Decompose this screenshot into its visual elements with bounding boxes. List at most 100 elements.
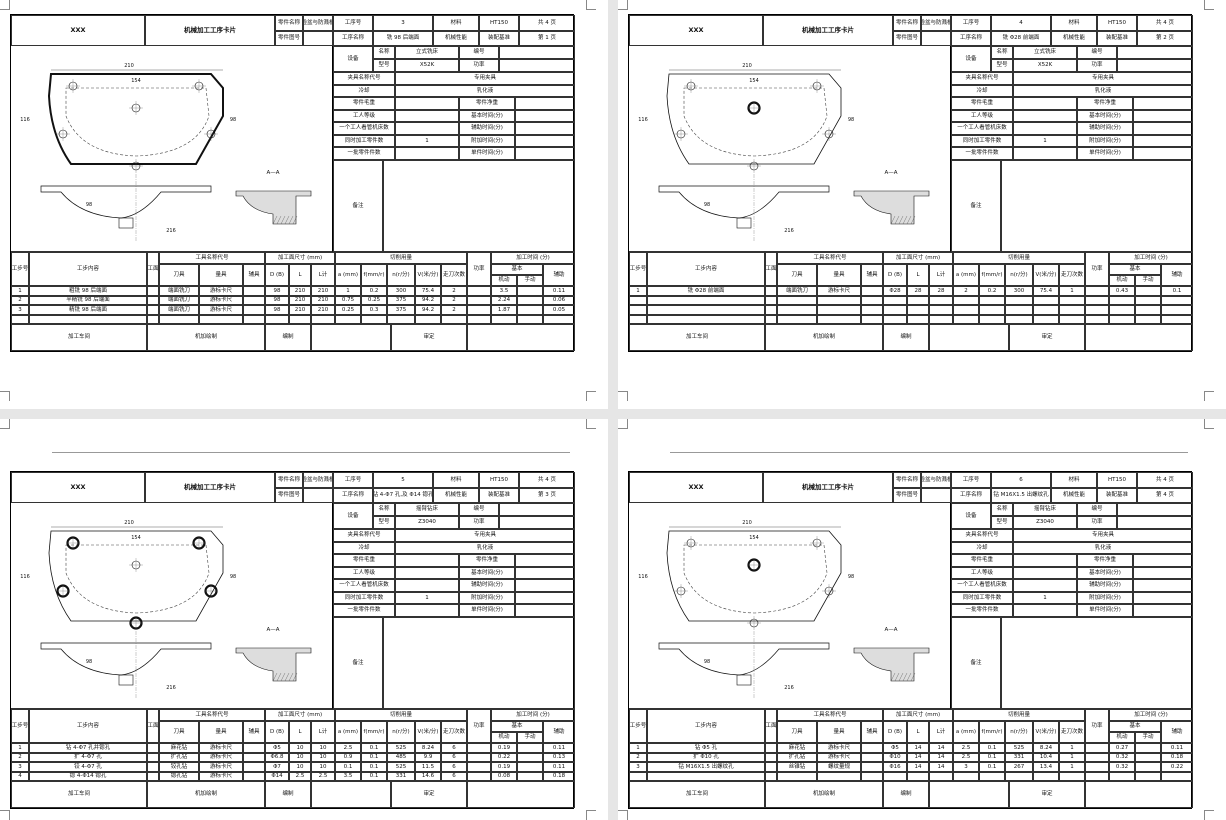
step-row-cell: [243, 295, 265, 305]
step-row-cell: 1: [11, 743, 29, 753]
step-row-cell: 14: [907, 752, 929, 762]
info-value: 专用夹具: [395, 72, 575, 85]
step-row-cell: 0.1: [361, 771, 387, 781]
part-name-value: 脸盆与防溅板: [303, 15, 333, 31]
step-row-cell: 10.4: [1033, 752, 1059, 762]
material-label: 材料: [433, 15, 479, 31]
col-gauge: 量具: [199, 721, 243, 743]
empty-row-cell: [265, 314, 289, 324]
empty-row-cell: [777, 771, 817, 781]
basin-outline: [47, 73, 224, 165]
section-view: [853, 647, 930, 682]
step-row-cell: 75.4: [1033, 286, 1059, 296]
empty-row-cell: [1085, 314, 1109, 324]
step-row-cell: 28: [907, 286, 929, 296]
hatch-line: [272, 672, 278, 682]
dimension-text: 98: [848, 574, 854, 580]
col-n: n(r/分): [1005, 721, 1033, 743]
empty-row-cell: [929, 314, 953, 324]
step-row-cell: 游标卡尺: [199, 295, 243, 305]
col-machine: 机动: [1109, 732, 1135, 743]
step-row-cell: [243, 305, 265, 315]
dimension-text: 154: [749, 78, 759, 84]
info-value: [515, 566, 575, 579]
dimension-text: 210: [124, 520, 134, 526]
empty-row-cell: [1109, 314, 1135, 324]
col-size-group: 加工面尺寸 (mm): [883, 252, 953, 264]
step-row-cell: [147, 752, 159, 762]
equip-no-label: 编号: [459, 46, 499, 59]
col-tool-group: 工具名称代号: [777, 709, 883, 721]
dimension-text: 98: [86, 659, 92, 665]
empty-row-cell: [953, 771, 979, 781]
step-row-cell: [765, 752, 777, 762]
step-row-cell: 10: [289, 762, 311, 772]
step-row-cell: 14: [907, 743, 929, 753]
empty-row-cell: [817, 295, 861, 305]
part-no-value: [303, 488, 333, 503]
step-row-cell: 485: [387, 752, 415, 762]
empty-row-cell: [629, 771, 647, 781]
col-f: f(mm/r): [979, 721, 1005, 743]
step-row-cell: 精铣 98 后端面: [29, 305, 147, 315]
step-row-cell: [1085, 762, 1109, 772]
step-row-cell: 1: [1059, 752, 1085, 762]
info-value: [1013, 109, 1077, 122]
col-cutter: 刀具: [159, 264, 199, 286]
empty-row-cell: [861, 295, 883, 305]
step-row-cell: [467, 295, 491, 305]
step-row-cell: 94.2: [415, 295, 441, 305]
step-row-cell: 75.4: [415, 286, 441, 296]
empty-row-cell: [953, 305, 979, 315]
info-value: [1133, 134, 1193, 147]
col-basic: 基本: [491, 721, 543, 732]
equip-power-value: [1117, 59, 1193, 72]
step-row-cell: 14: [929, 762, 953, 772]
part-name-label: 零件名称: [275, 15, 303, 31]
part-name-value: 脸盆与防溅板: [303, 472, 333, 488]
step-row-cell: 375: [387, 305, 415, 315]
part-no-label: 零件图号: [275, 31, 303, 46]
col-gauge: 量具: [817, 264, 861, 286]
step-row-cell: 0.1: [361, 743, 387, 753]
step-row-cell: 2.5: [311, 771, 335, 781]
equip-model-value: X52K: [1013, 59, 1077, 72]
step-row-cell: 0.27: [1109, 743, 1135, 753]
col-power: 功率: [467, 709, 491, 743]
step-row-cell: 0.25: [361, 295, 387, 305]
section-view: [853, 190, 930, 225]
section-view: [235, 647, 312, 682]
company-name: XXX: [11, 15, 145, 46]
empty-row-cell: [1109, 295, 1135, 305]
op-name-label: 工序名称: [333, 31, 373, 46]
dimension-text: 216: [784, 228, 794, 234]
basin-inner-outline: [65, 544, 210, 614]
empty-row-cell: [1161, 771, 1193, 781]
op-name-value: 钻 M16X1.5 出螺纹孔: [991, 488, 1051, 503]
info-value: [395, 147, 459, 160]
step-row-cell: [765, 286, 777, 296]
material-label: 材料: [433, 472, 479, 488]
basin-outline: [48, 530, 224, 622]
total-pages: 共 4 页: [519, 472, 575, 488]
col-basic: 基本: [1109, 721, 1161, 732]
step-row-cell: 1: [1059, 743, 1085, 753]
step-row-cell: 0.1: [979, 762, 1005, 772]
info-value: [1013, 147, 1077, 160]
step-row-cell: Φ28: [883, 286, 907, 296]
step-row-cell: 525: [1005, 743, 1033, 753]
footer-workshop: 加工车间: [629, 324, 765, 351]
empty-row-cell: [777, 305, 817, 315]
col-cutter: 刀具: [777, 721, 817, 743]
step-row-cell: 6: [441, 743, 467, 753]
step-row-cell: 扩孔钻: [159, 752, 199, 762]
step-row-cell: 8.24: [415, 743, 441, 753]
footer-workshop: 加工车间: [629, 781, 765, 808]
step-row-cell: [467, 762, 491, 772]
col-time-group: 加工时间 (分): [491, 252, 575, 264]
company-name: XXX: [11, 472, 145, 503]
info-value: [395, 579, 459, 592]
